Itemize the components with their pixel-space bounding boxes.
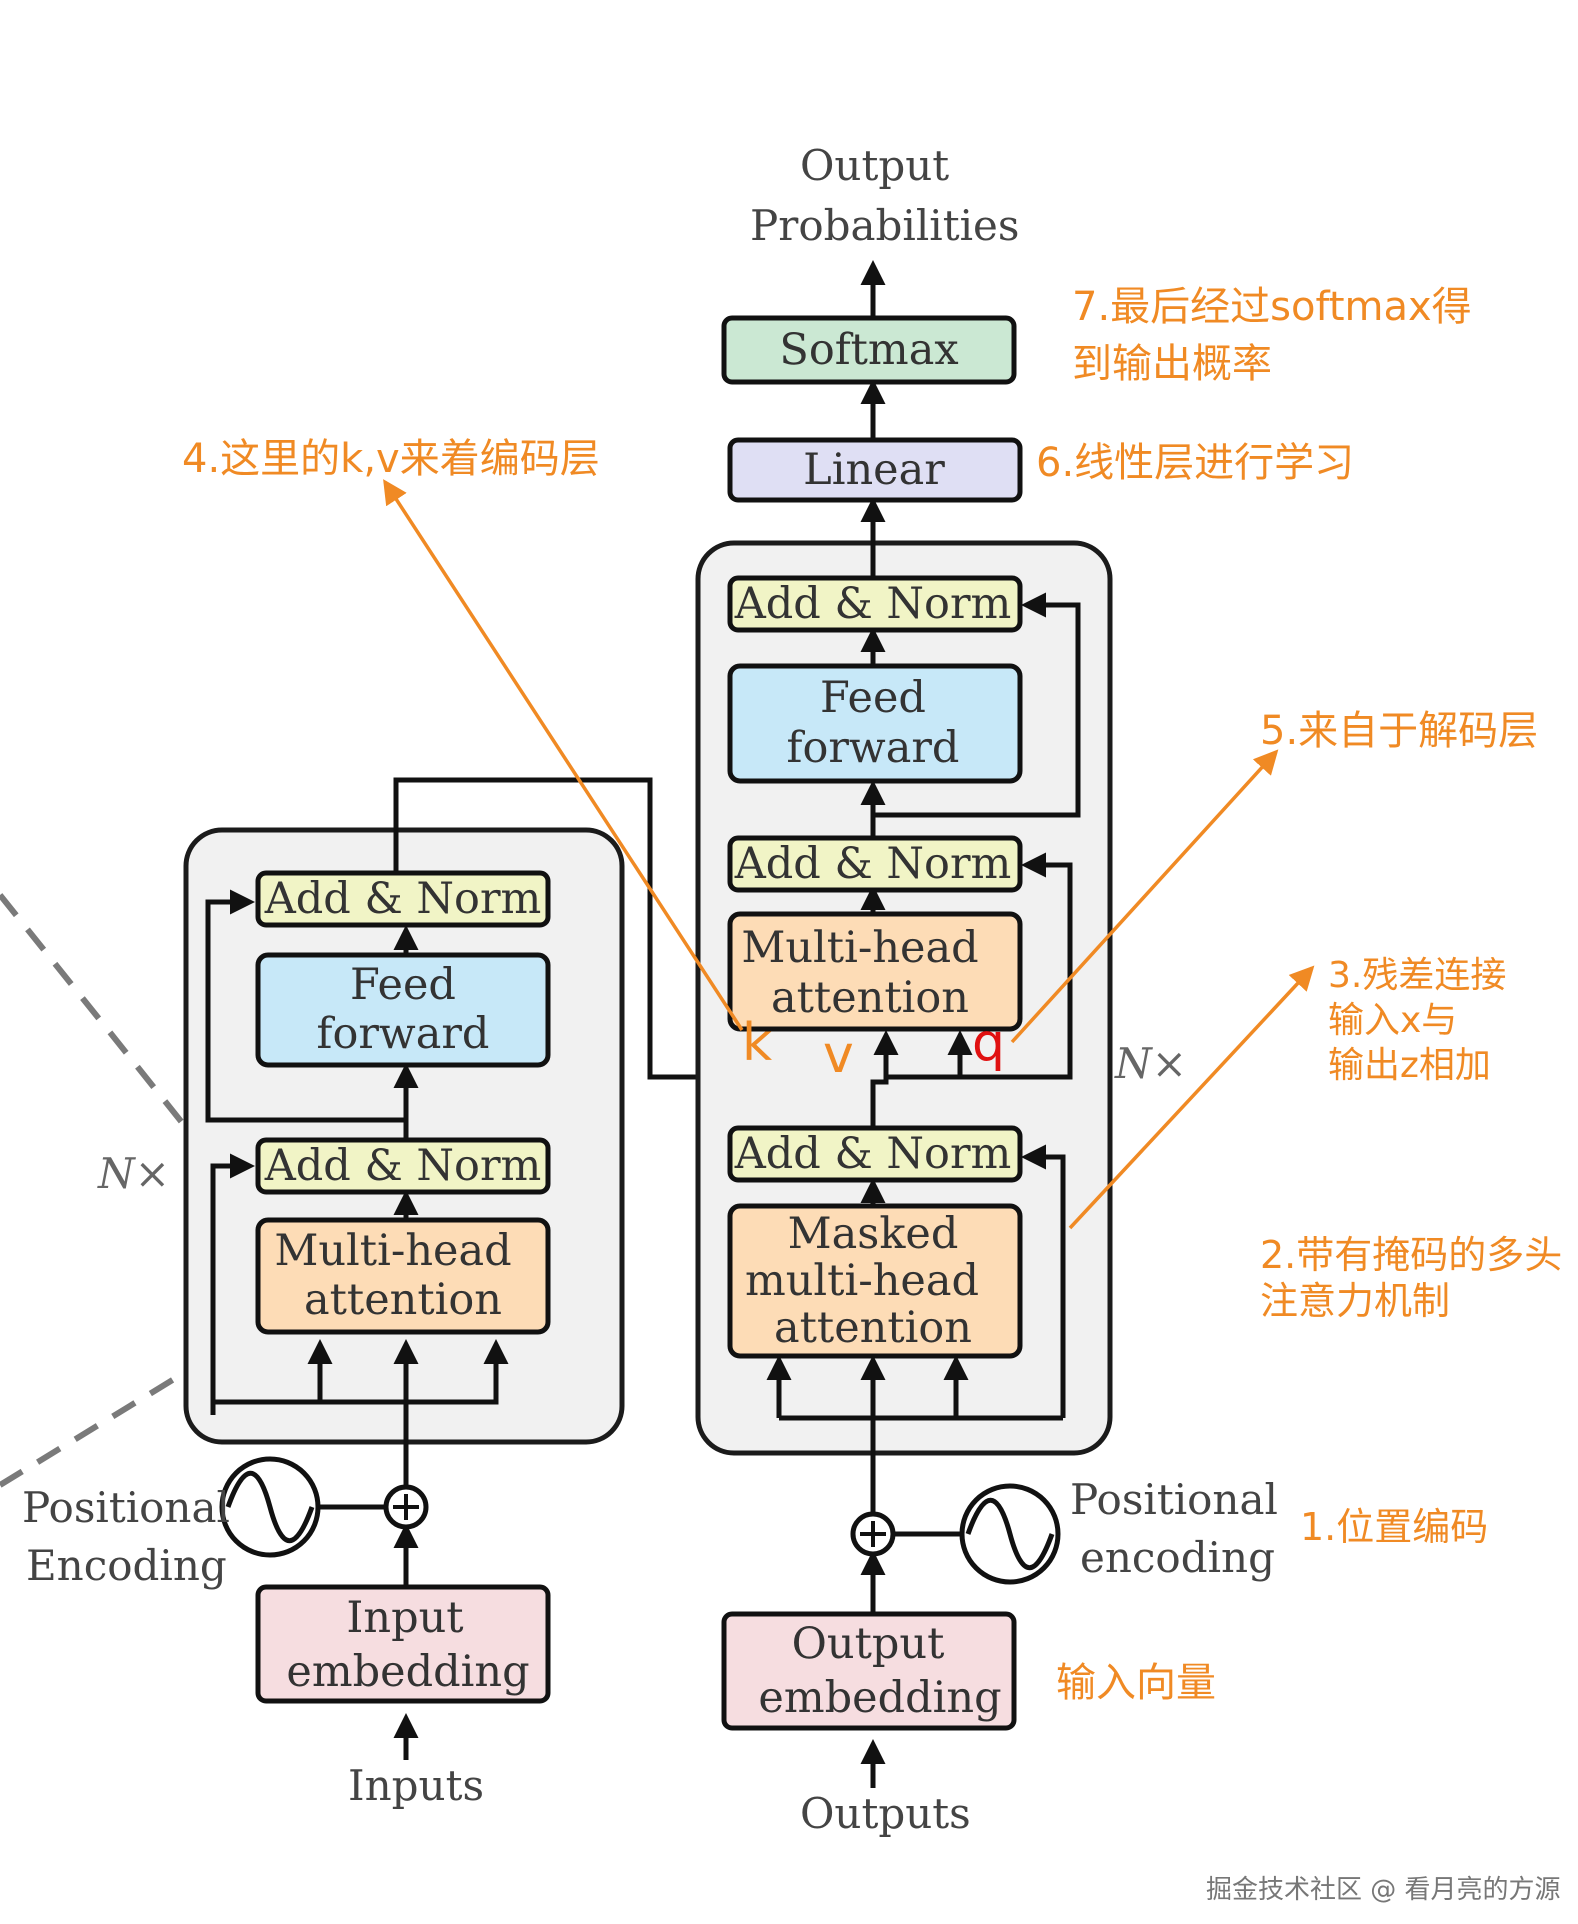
dec-positional-label-line1: Positional — [1070, 1475, 1278, 1524]
dec-feed-forward-line2: forward — [787, 723, 960, 773]
enc-feed-forward-line1: Feed — [350, 960, 456, 1010]
enc-multi-head-line1: Multi-head — [274, 1226, 511, 1276]
annotation-7-line1: 7.最后经过softmax得 — [1072, 284, 1472, 330]
annotation-1: 1.位置编码 — [1300, 1505, 1488, 1549]
outputs-label: Outputs — [800, 1789, 971, 1838]
annotation-3-line3: 输出z相加 — [1328, 1045, 1491, 1086]
output-embedding — [721, 1611, 1017, 1731]
q-letter: q — [972, 1013, 1005, 1073]
dec-sine-wave-icon — [965, 1498, 1055, 1570]
inputs-label: Inputs — [348, 1761, 484, 1810]
dec-feed-forward — [727, 663, 1023, 784]
enc-multi-head-attention — [255, 1217, 551, 1335]
dec-add-norm-top-label: Add & Norm — [734, 579, 1012, 629]
dec-masked-multi-head-attention — [727, 1203, 1023, 1359]
enc-add-norm-bottom — [255, 1137, 551, 1195]
output-embedding-line2: embedding — [758, 1673, 1001, 1723]
annotation-7-line2: 到输出概率 — [1072, 341, 1272, 387]
input-embedding-line1: Input — [346, 1593, 463, 1643]
enc-add-norm-top-label: Add & Norm — [264, 874, 542, 924]
output-embedding-line1: Output — [792, 1619, 945, 1669]
annotation-2-line1: 2.带有掩码的多头 — [1260, 1233, 1562, 1277]
dec-multi-head-attention — [727, 911, 1023, 1032]
dec-add-norm-mid — [727, 835, 1023, 893]
enc-residual-2 — [205, 889, 406, 1123]
enc-sine-wave-icon — [225, 1471, 315, 1543]
dec-add-norm-mid-label: Add & Norm — [734, 839, 1012, 889]
enc-n-times-label: N× — [97, 1149, 170, 1198]
softmax-label: Softmax — [779, 325, 958, 375]
dec-multi-head-line2: attention — [771, 973, 969, 1023]
v-letter: v — [823, 1025, 854, 1085]
annotation-3-line2: 输入x与 — [1328, 1000, 1457, 1041]
watermark: 掘金技术社区 @ 看月亮的方源 — [1206, 1875, 1561, 1905]
enc-positional-label-line2: Encoding — [26, 1541, 227, 1590]
annotation-4: 4.这里的k,v来着编码层 — [182, 436, 600, 482]
output-probabilities-line2: Probabilities — [750, 201, 1019, 250]
annotation-arrow-3 — [1068, 965, 1315, 1230]
enc-positional-label-line1: Positional — [22, 1483, 230, 1532]
enc-add-norm-top — [255, 870, 551, 928]
dec-residual-3 — [873, 592, 1081, 818]
annotation-0: 输入向量 — [1056, 1660, 1216, 1706]
dec-positional-label-line2: encoding — [1080, 1533, 1275, 1582]
annotation-arrow-4 — [383, 479, 744, 1031]
dec-residual-1 — [1021, 1144, 1066, 1418]
dec-add-norm-bottom — [727, 1125, 1023, 1183]
dec-add-norm-top — [727, 575, 1023, 633]
annotation-arrow-5 — [1010, 749, 1279, 1044]
enc-feed-forward-line2: forward — [317, 1009, 490, 1059]
dec-n-times-label: N× — [1114, 1039, 1187, 1088]
annotation-6: 6.线性层进行学习 — [1036, 440, 1354, 486]
enc-residual-1 — [210, 1153, 255, 1415]
dec-masked-line1: Masked — [788, 1209, 959, 1259]
annotation-5: 5.来自于解码层 — [1260, 708, 1538, 754]
enc-add-norm-bottom-label: Add & Norm — [264, 1141, 542, 1191]
output-probabilities-line1: Output — [800, 141, 949, 190]
linear-label: Linear — [803, 445, 945, 495]
dec-masked-line3: attention — [774, 1303, 972, 1353]
linear-block — [727, 437, 1023, 503]
dashed-guide-upper — [0, 893, 263, 1222]
enc-multi-head-line2: attention — [304, 1275, 502, 1325]
annotation-2-line2: 注意力机制 — [1260, 1279, 1450, 1323]
dec-multi-head-line1: Multi-head — [741, 923, 978, 973]
k-letter: k — [742, 1013, 772, 1073]
input-embedding-line2: embedding — [286, 1647, 529, 1697]
dec-masked-line2: multi-head — [745, 1256, 979, 1306]
dec-residual-2 — [960, 852, 1073, 1080]
dec-feed-forward-line1: Feed — [820, 673, 926, 723]
softmax-block — [721, 315, 1017, 385]
dec-add-norm-bottom-label: Add & Norm — [734, 1129, 1012, 1179]
annotation-3-line1: 3.残差连接 — [1328, 955, 1506, 996]
input-embedding — [255, 1584, 551, 1704]
enc-feed-forward — [255, 952, 551, 1068]
dashed-guide-lower — [0, 1325, 260, 1488]
